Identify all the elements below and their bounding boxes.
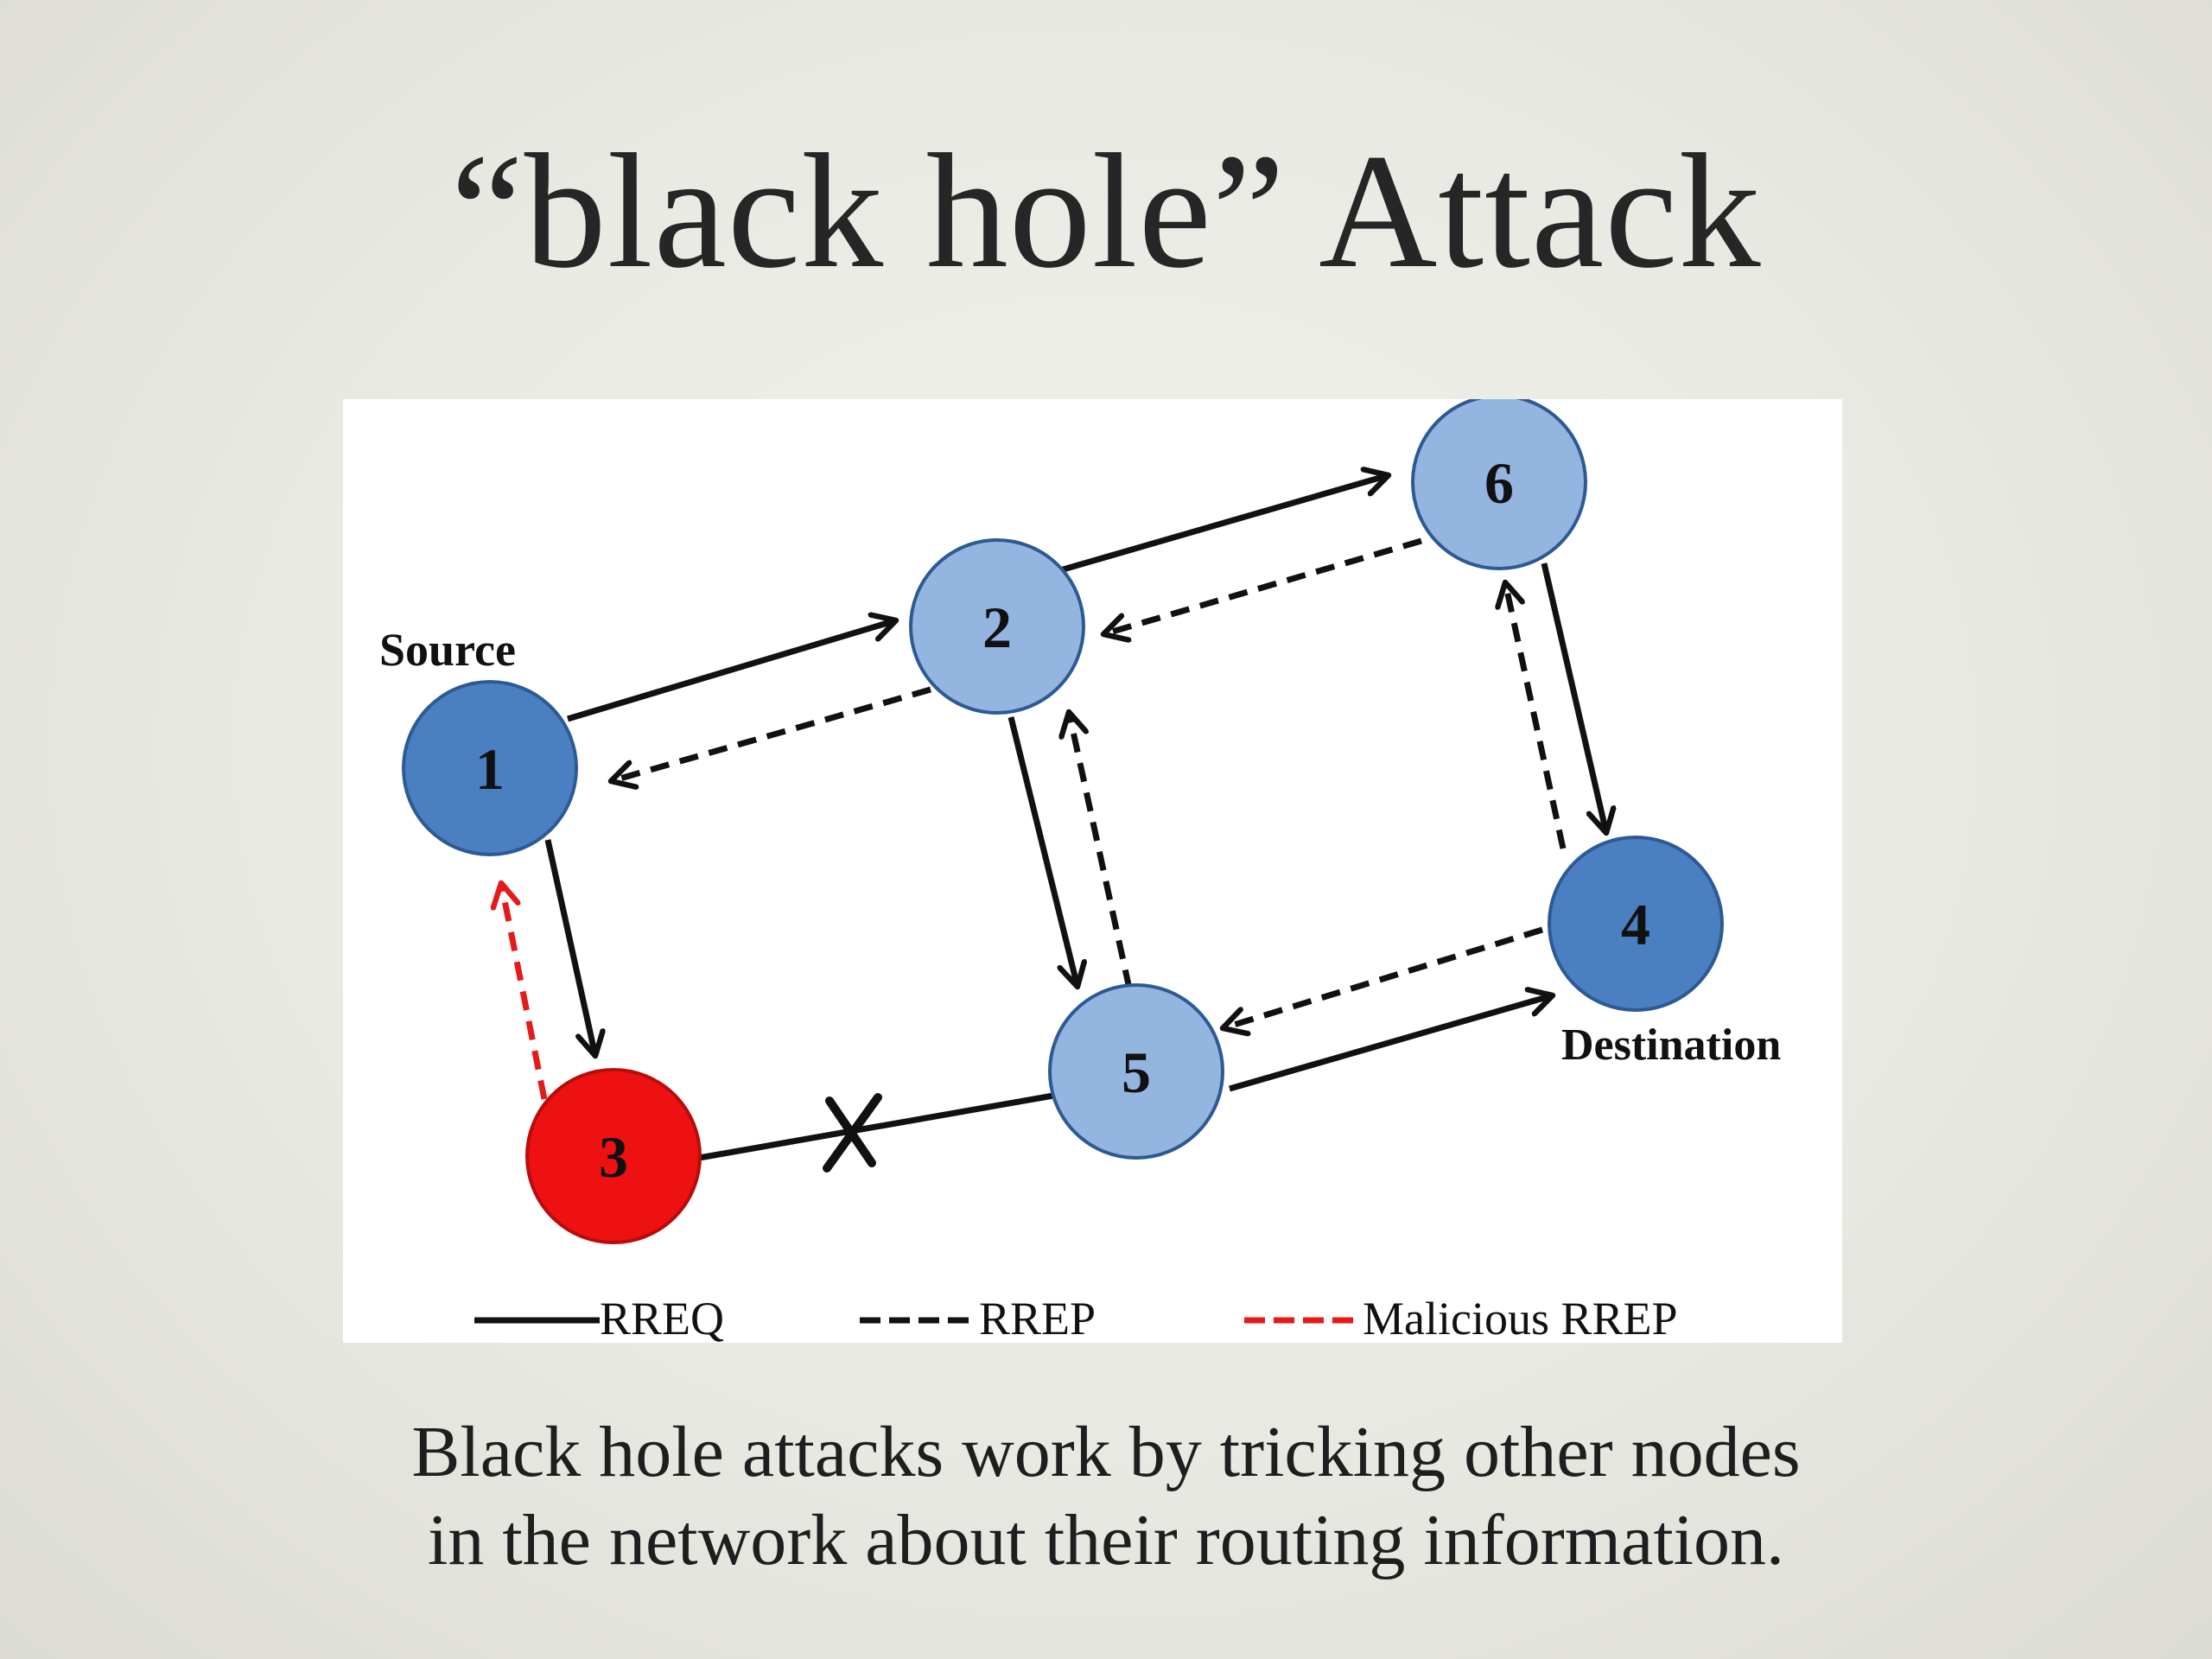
edge-1-2-rreq	[566, 620, 896, 722]
caption-line-1: Black hole attacks work by tricking othe…	[411, 1412, 1801, 1492]
edge-4-6-rrep	[1505, 582, 1567, 849]
legend-rreq: RREQ	[474, 1293, 724, 1343]
node-4-label: 4	[1621, 892, 1650, 957]
node-2: 2	[909, 538, 1085, 715]
node-6-label: 6	[1484, 450, 1514, 516]
destination-label: Destination	[1561, 1020, 1781, 1070]
network-diagram: 1 2 3 4 5 6 Source Destination	[343, 399, 1842, 1343]
node-5: 5	[1048, 983, 1224, 1160]
edge-1-3-rreq	[544, 839, 595, 1056]
edge-3-1-malicious-rrep	[501, 883, 548, 1100]
node-5-label: 5	[1122, 1039, 1151, 1105]
node-4: 4	[1548, 836, 1724, 1012]
edge-3-5-blocked	[698, 1092, 1054, 1161]
node-1-label: 1	[475, 736, 505, 802]
edge-5-4-rreq	[1229, 995, 1553, 1092]
node-3: 3	[525, 1068, 702, 1244]
network-diagram-svg: 1 2 3 4 5 6 Source Destination	[379, 399, 1781, 1343]
caption-line-2: in the network about their routing infor…	[428, 1500, 1784, 1580]
legend-rreq-label: RREQ	[600, 1293, 724, 1343]
edge-6-4-rreq	[1541, 563, 1606, 833]
legend-rrep: RREP	[860, 1293, 1096, 1343]
edge-4-5-rrep	[1223, 926, 1544, 1028]
edge-2-5-rreq	[1007, 716, 1077, 987]
blocked-x-icon	[823, 1093, 882, 1173]
node-1: 1	[402, 680, 578, 856]
edge-2-6-rreq	[1059, 475, 1389, 574]
caption: Black hole attacks work by tricking othe…	[0, 1408, 2212, 1585]
source-label: Source	[379, 624, 516, 676]
edges	[501, 475, 1606, 1173]
node-2-label: 2	[982, 594, 1012, 660]
node-6: 6	[1411, 399, 1587, 570]
legend: RREQ RREP Malicious RREP	[474, 1293, 1678, 1343]
slide-title: “black hole” Attack	[450, 121, 1762, 302]
node-3-label: 3	[599, 1124, 628, 1190]
legend-rrep-label: RREP	[979, 1293, 1096, 1343]
edge-2-1-rrep	[611, 686, 931, 781]
legend-malicious-rrep-label: Malicious RREP	[1363, 1293, 1678, 1343]
edge-6-2-rrep	[1103, 537, 1422, 634]
edge-5-2-rrep	[1069, 712, 1133, 989]
legend-malicious-rrep: Malicious RREP	[1244, 1293, 1678, 1343]
